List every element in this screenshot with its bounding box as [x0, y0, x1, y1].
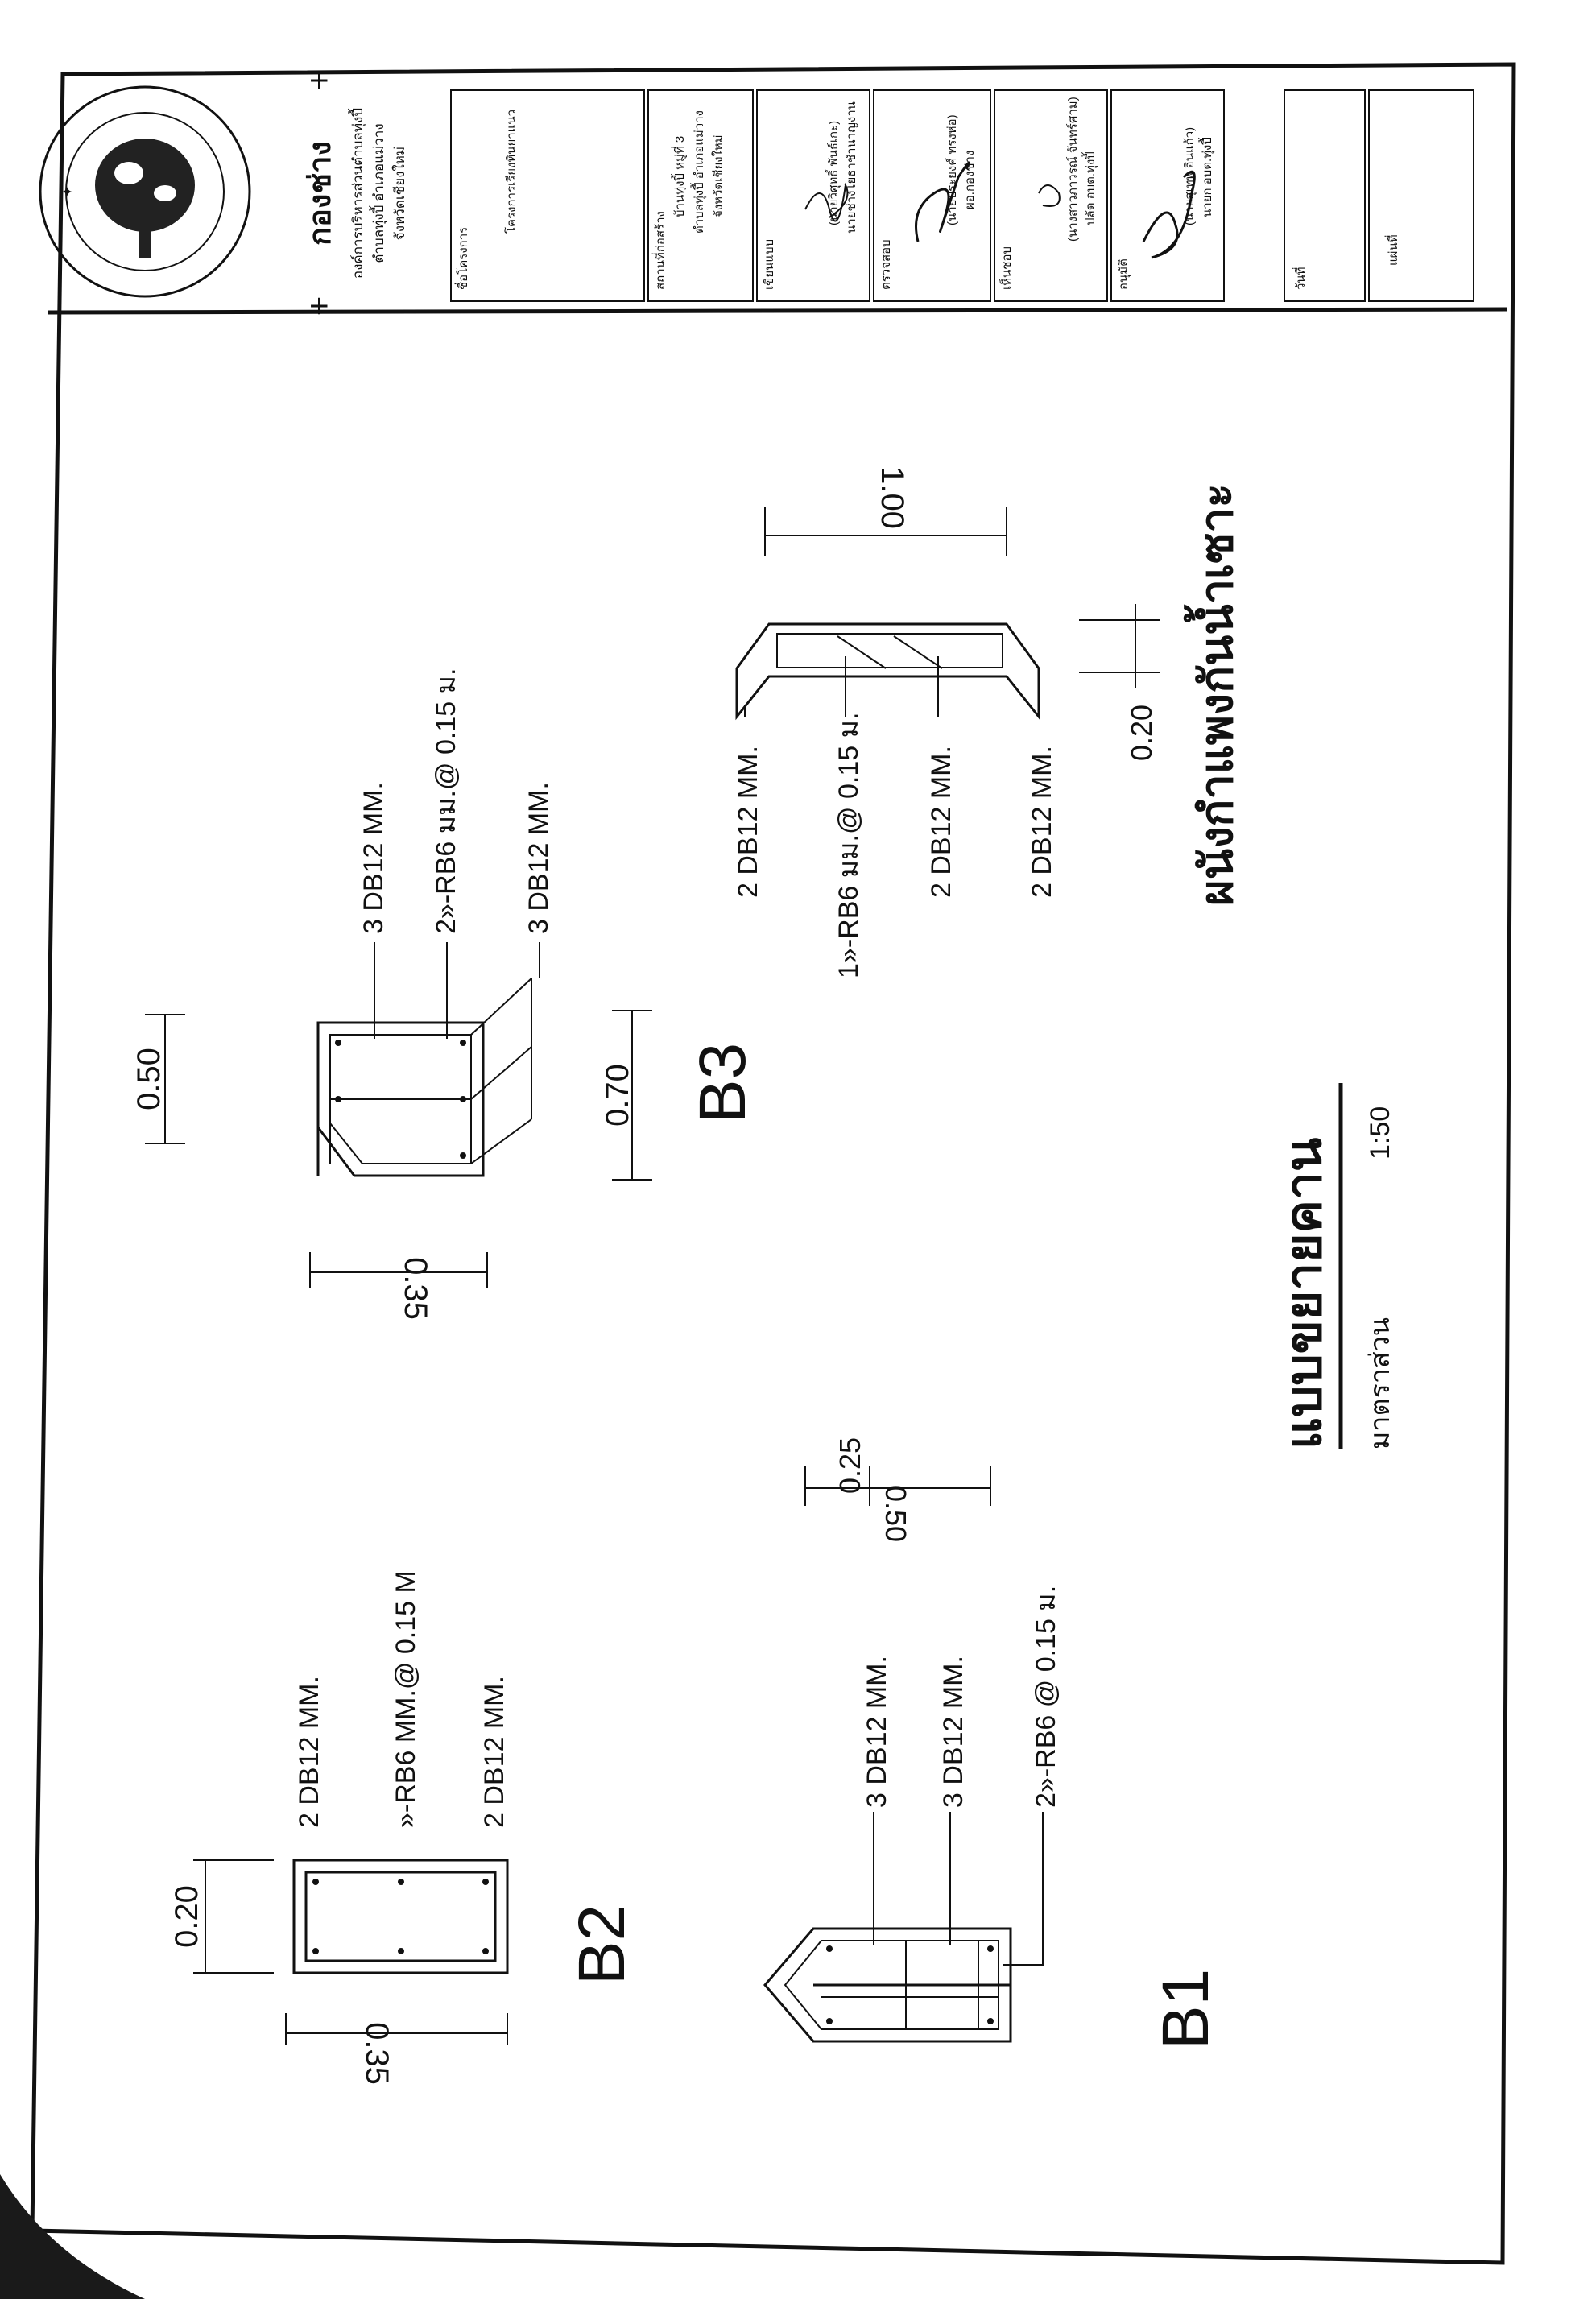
wall-dim-length: 1.00	[874, 466, 910, 529]
approved-title: นายก อบต.ทุ่งปี้	[1198, 137, 1215, 217]
checked-label: ตรวจสอบ	[879, 239, 893, 290]
b2-dim-width: 0.20	[169, 1885, 205, 1948]
signature-checked	[915, 161, 970, 242]
wall-title: ผนังกำแพงกันน้ำเซาะ	[1184, 483, 1242, 906]
endorsed-label: เห็นชอบ	[999, 246, 1014, 290]
org-address-2: จังหวัดเชียงใหม่	[391, 147, 407, 240]
title-block: ✦ กองช่าง + + องค์การบริหารส่วนตำบลทุ่งป…	[39, 71, 1474, 316]
section-b1: 3 DB12 MM. 3 DB12 MM. 2»-RB6 @ 0.15 ม. 0…	[763, 1437, 1222, 2049]
org-name: กองช่าง	[304, 141, 337, 246]
b3-label: B3	[686, 1043, 759, 1123]
section-b3: 3 DB12 MM. 2»-RB6 มม.@ 0.15 ม. 3 DB12 MM…	[131, 668, 759, 1320]
signature-approved	[1142, 170, 1196, 259]
location-value-2: ตำบลทุ่งปี้ อำเภอแม่วาง	[690, 110, 707, 234]
scale-label: มาตราส่วน	[1365, 1317, 1395, 1449]
date-label: วันที่	[1292, 267, 1308, 290]
sheet-frame	[30, 62, 1516, 2265]
svg-text:+: +	[300, 71, 337, 91]
b2-rebar-bottom: 2 DB12 MM.	[479, 1676, 510, 1828]
scan-corner-shadow	[0, 2174, 145, 2299]
svg-text:+: +	[300, 296, 337, 316]
b2-rebar-top: 2 DB12 MM.	[294, 1676, 325, 1828]
location-value-1: บ้านทุ่งปี้ หมู่ที่ 3	[671, 136, 688, 217]
section-b2: 0.20 0.35 2 DB12 MM. »-RB6 MM.@ 0.15 M 2…	[169, 1570, 639, 2085]
b2-label: B2	[565, 1904, 639, 1985]
drawing-titles: ผนังกำแพงกันน้ำเซาะ แบบขยายคาน มาตราส่วน…	[1184, 483, 1395, 1449]
seal-logo: ✦	[39, 85, 251, 298]
wall-dim-thickness: 0.20	[1125, 705, 1158, 761]
b1-rebar-top: 3 DB12 MM.	[862, 1656, 892, 1808]
main-title: แบบขยายคาน	[1276, 1138, 1332, 1449]
section-wall: 2 DB12 MM. 1»-RB6 มม.@ 0.15 ม. 2 DB12 MM…	[733, 466, 1160, 978]
location-value-3: จังหวัดเชียงใหม่	[711, 134, 726, 217]
b3-stirrup: 2»-RB6 มม.@ 0.15 ม.	[431, 668, 461, 934]
sheet-label: แผ่นที่	[1384, 234, 1400, 266]
project-label: ชื่อโครงการ	[454, 227, 470, 290]
wall-stirrup: 1»-RB6 มม.@ 0.15 ม.	[833, 713, 864, 978]
b3-dim-bottom: 0.70	[600, 1064, 635, 1127]
b2-dim-height: 0.35	[359, 2022, 395, 2085]
checked-title: ผอ.กองช่าง	[963, 151, 977, 209]
drawn-label: เขียนแบบ	[763, 239, 776, 290]
b3-dim-side: 0.35	[398, 1257, 433, 1320]
scale-value: 1:50	[1365, 1106, 1395, 1160]
b3-dim-top: 0.50	[131, 1048, 167, 1110]
wall-rebar-3: 2 DB12 MM.	[1027, 746, 1057, 898]
b1-stirrup: 2»-RB6 @ 0.15 ม.	[1031, 1586, 1061, 1808]
b1-label: B1	[1149, 1969, 1222, 2049]
location-label: สถานที่ก่อสร้าง	[651, 211, 668, 290]
b1-dim-a: 0.25	[833, 1437, 866, 1494]
approved-name: (นายสุเทพ อินแก้ว)	[1183, 127, 1197, 225]
b3-rebar-bottom: 3 DB12 MM.	[523, 782, 554, 934]
b3-rebar-top: 3 DB12 MM.	[358, 782, 389, 934]
drawn-title: นายช่างโยธาชำนาญงาน	[844, 101, 858, 234]
project-value: โครงการเรียงหินยาแนว	[504, 110, 519, 234]
org-address-1: ตำบลทุ่งปี้ อำเภอแม่วาง	[369, 123, 387, 263]
wall-rebar-1: 2 DB12 MM.	[733, 746, 763, 898]
svg-text:✦: ✦	[60, 185, 76, 197]
endorsed-title: ปลัด อบต.ทุ่งปี้	[1081, 151, 1098, 225]
endorsed-name: (นางสาวภาวรณ์ จันทร์ศาม)	[1066, 97, 1080, 242]
approved-label: อนุมัติ	[1117, 258, 1131, 290]
drawn-name: (นายวิศุทธิ์ พันธ์เกะ)	[825, 121, 841, 225]
b1-rebar-bottom: 3 DB12 MM.	[938, 1656, 969, 1808]
b2-stirrup: »-RB6 MM.@ 0.15 M	[391, 1570, 421, 1828]
signature-drawn	[804, 182, 849, 222]
signature-endorsed	[1038, 184, 1061, 207]
org-subtitle: องค์การบริหารส่วนตำบลทุ่งปี้	[348, 108, 366, 279]
wall-rebar-2: 2 DB12 MM.	[926, 746, 957, 898]
b1-dim-b: 0.50	[879, 1486, 912, 1542]
